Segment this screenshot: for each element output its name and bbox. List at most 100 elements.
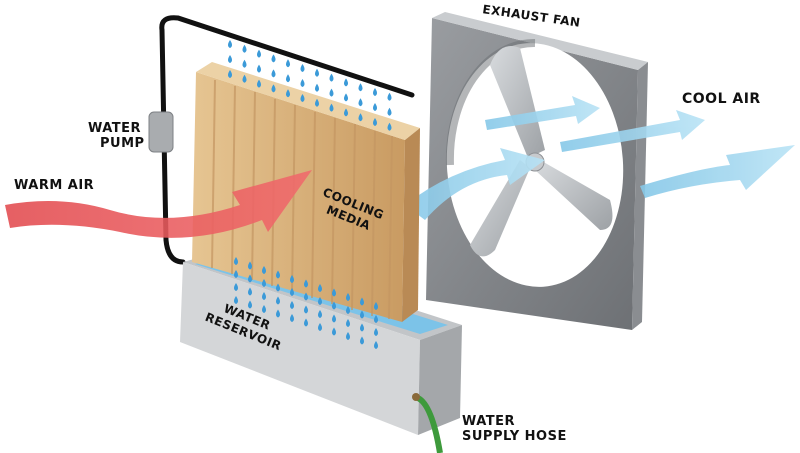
water-drop — [271, 84, 276, 93]
water-drop — [374, 328, 378, 336]
water-drop — [344, 108, 348, 117]
water-drop — [286, 89, 290, 98]
water-drop — [271, 54, 276, 63]
water-drop — [276, 296, 280, 305]
water-drop — [315, 83, 319, 92]
water-drop — [248, 300, 252, 309]
label-water-pump-line2: PUMP — [100, 136, 145, 151]
water-drop — [387, 92, 392, 101]
label-cool-air: COOL AIR — [682, 91, 761, 107]
water-drop — [276, 309, 280, 318]
water-drop — [242, 44, 247, 53]
water-drop — [374, 341, 378, 349]
cooling-media — [192, 62, 420, 322]
water-drop — [387, 107, 392, 116]
water-drop — [257, 64, 261, 73]
water-drop — [248, 261, 252, 270]
water-drop — [228, 40, 232, 48]
label-water-supply-hose-line1: WATER — [462, 414, 516, 429]
water-drop — [344, 78, 348, 87]
water-drop — [346, 332, 350, 340]
water-drop — [276, 283, 280, 292]
cool-air-arrows — [405, 96, 795, 220]
water-drop — [290, 314, 294, 322]
water-drop — [304, 305, 308, 314]
water-drop — [360, 297, 364, 306]
fan-blade — [490, 46, 545, 158]
water-drop — [332, 301, 336, 310]
label-water-pump-line1: WATER — [88, 121, 142, 136]
water-drop — [329, 88, 334, 97]
water-drop — [318, 284, 322, 292]
water-drop — [346, 319, 350, 327]
water-drop — [262, 305, 266, 313]
water-drop — [290, 275, 294, 283]
fan-blade — [535, 160, 613, 230]
water-drop — [286, 59, 290, 68]
water-drop — [360, 310, 364, 319]
water-drop — [318, 297, 322, 305]
water-drop — [329, 73, 334, 82]
water-drop — [318, 323, 322, 331]
water-drop — [304, 279, 308, 288]
water-drop — [262, 292, 266, 300]
exhaust-fan — [426, 12, 648, 330]
water-drop — [373, 118, 377, 126]
water-drop — [360, 336, 364, 345]
water-drop — [304, 292, 308, 301]
water-drop — [300, 64, 305, 72]
water-drop — [262, 279, 266, 287]
water-drop — [242, 74, 247, 83]
water-drop — [300, 79, 305, 87]
fan-blade — [470, 160, 530, 257]
warm-air-arrow — [5, 170, 312, 238]
label-water-supply-hose-line2: SUPPLY HOSE — [462, 429, 567, 444]
water-drop — [242, 59, 247, 68]
water-drop — [286, 74, 290, 83]
water-pump — [148, 111, 174, 153]
label-warm-air: WARM AIR — [14, 178, 95, 193]
water-drop — [271, 69, 276, 78]
water-drop — [228, 55, 232, 63]
water-drop — [374, 315, 378, 323]
water-supply-hose — [416, 395, 443, 453]
water-drop — [373, 88, 377, 96]
water-drop — [257, 79, 261, 88]
water-drop — [234, 296, 238, 304]
water-drop — [300, 94, 305, 102]
water-drop — [248, 274, 252, 283]
water-drop — [374, 302, 378, 310]
water-drop — [358, 113, 363, 122]
water-drop — [234, 257, 238, 265]
water-drop — [315, 98, 319, 107]
water-drop — [346, 293, 350, 301]
water-drops-bottom — [234, 257, 378, 349]
water-drop — [360, 323, 364, 332]
water-drop — [276, 270, 280, 279]
water-drop — [373, 103, 377, 111]
water-drop — [304, 318, 308, 327]
water-drop — [332, 314, 336, 323]
label-water-supply-hose: WATER SUPPLY HOSE — [462, 414, 567, 444]
water-drop — [315, 68, 319, 77]
water-drop — [332, 288, 336, 297]
water-drops-top — [228, 40, 392, 131]
water-drop — [257, 49, 261, 58]
water-drop — [262, 266, 266, 274]
water-drop — [346, 306, 350, 314]
water-drop — [290, 288, 294, 296]
label-water-pump: WATER PUMP — [88, 121, 145, 151]
water-pipe — [159, 15, 415, 265]
hose-fitting — [412, 393, 420, 401]
water-drop — [318, 310, 322, 318]
water-drop — [387, 122, 392, 131]
water-drop — [344, 93, 348, 102]
water-drop — [228, 70, 232, 78]
water-drop — [290, 301, 294, 309]
water-drop — [358, 83, 363, 92]
water-drop — [358, 98, 363, 107]
water-drop — [234, 283, 238, 291]
water-drop — [332, 327, 336, 336]
